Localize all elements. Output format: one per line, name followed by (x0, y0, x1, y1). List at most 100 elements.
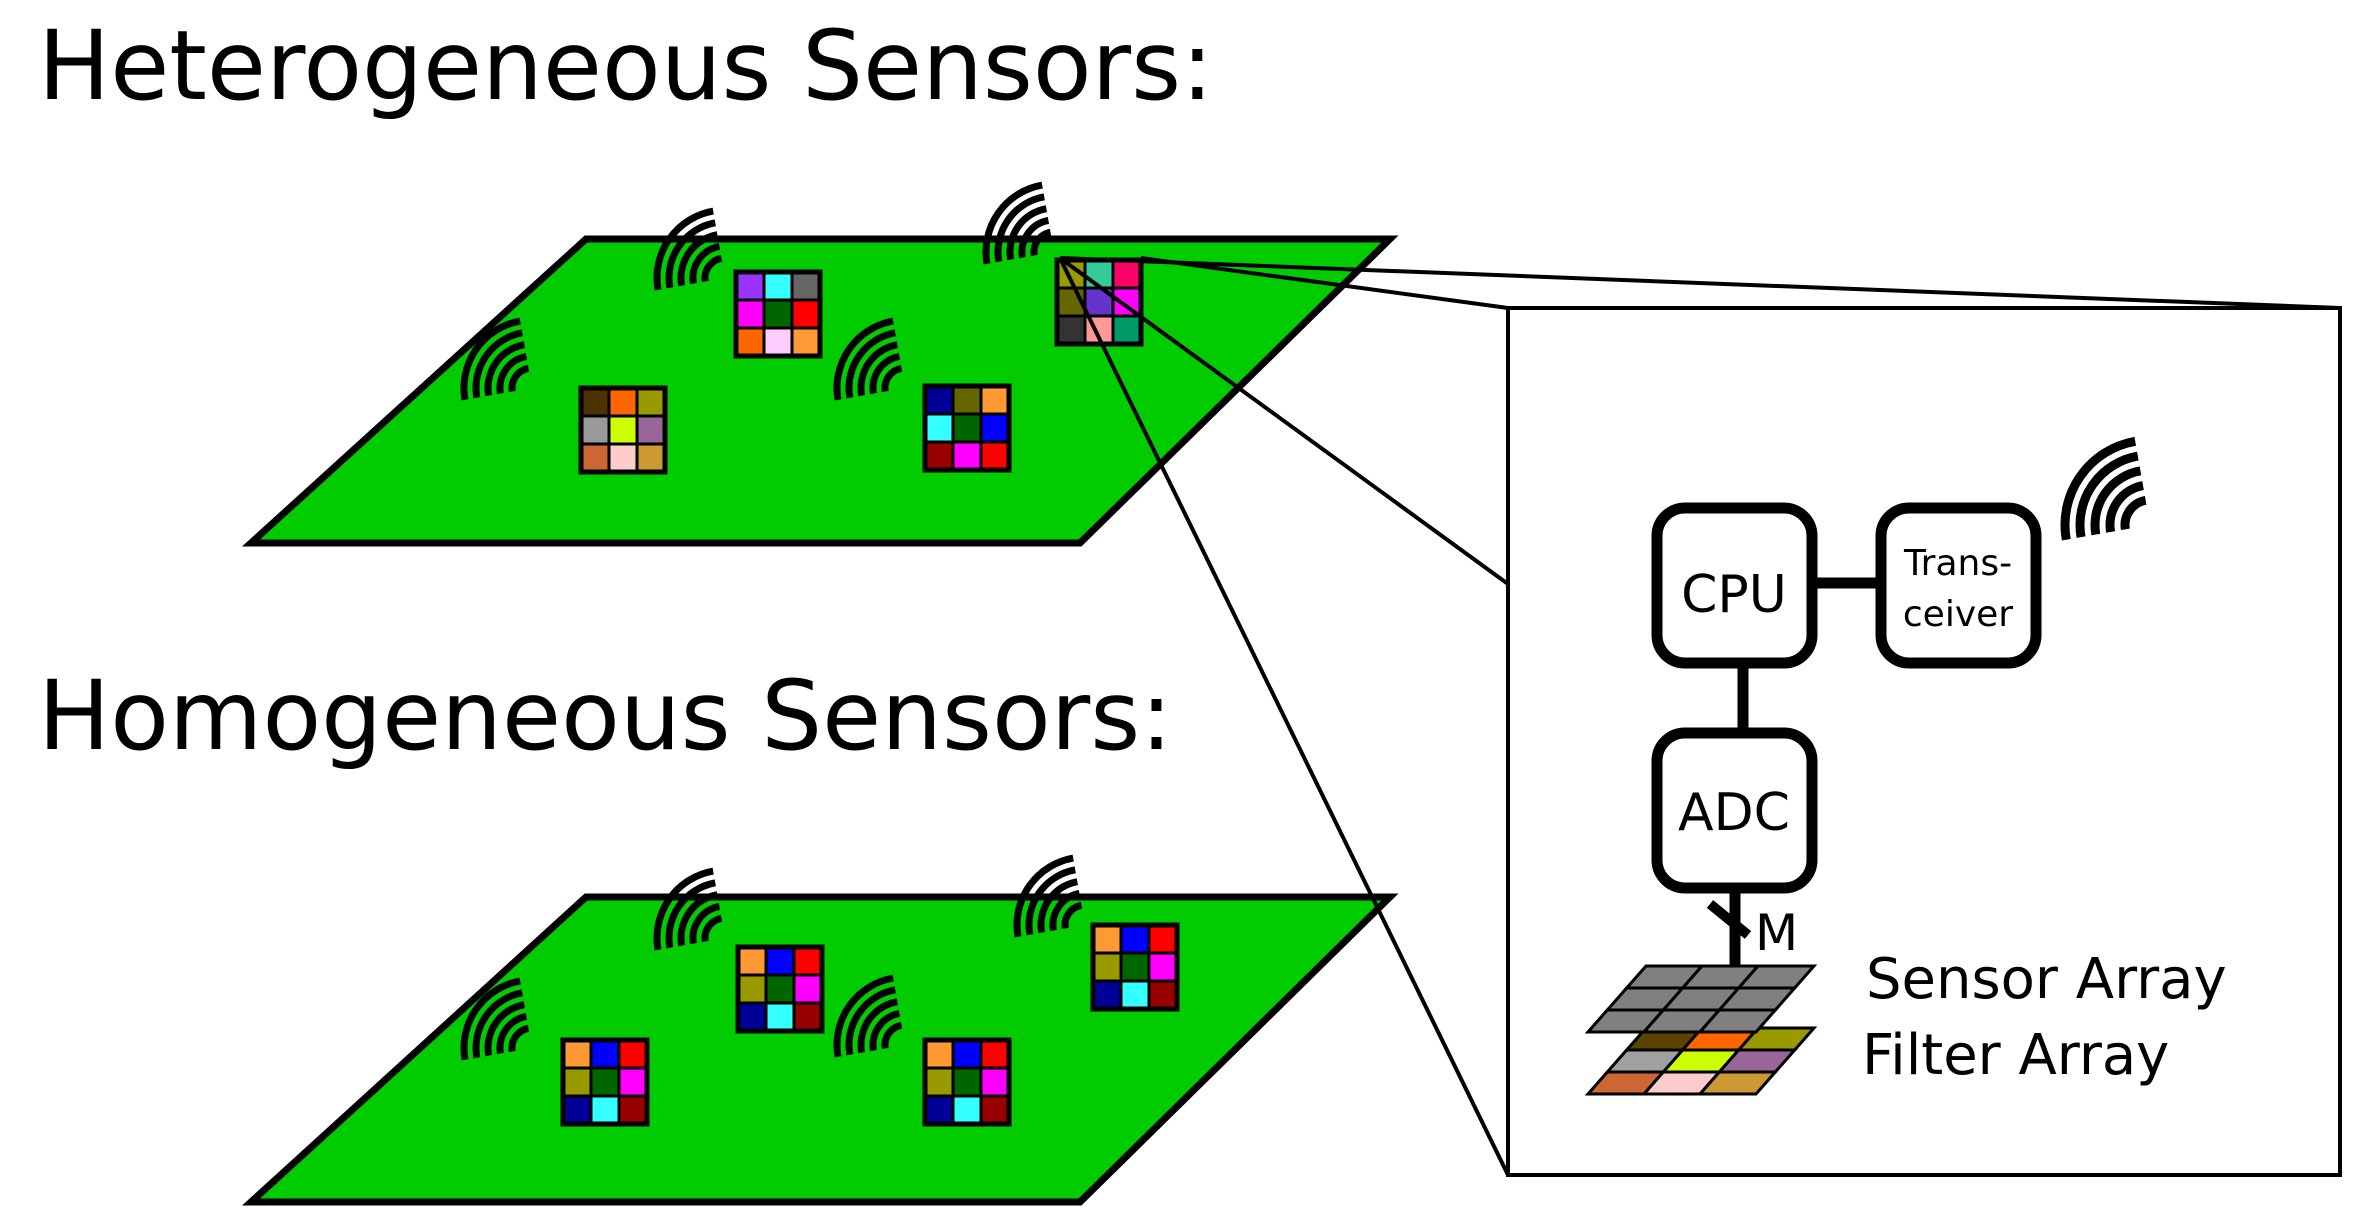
heterogeneous-field (241, 173, 1399, 547)
sensor-node (922, 383, 1012, 473)
filter-cell (579, 386, 611, 418)
bus-width-label: M (1755, 904, 1798, 962)
filter-cell (734, 298, 766, 330)
filter-cell (734, 326, 766, 358)
filter-cell (979, 1038, 1011, 1070)
filter-cell (617, 1066, 649, 1098)
filter-cell (607, 414, 639, 446)
filter-cell (1147, 951, 1179, 983)
filter-cell (561, 1038, 593, 1070)
filter-cell (579, 414, 611, 446)
sensor-node (1054, 257, 1144, 347)
sensor-node (1090, 922, 1180, 1012)
filter-cell (736, 973, 768, 1005)
sensor-array-label: Sensor Array (1866, 947, 2227, 1012)
sensor-node-border (735, 944, 825, 1034)
filter-cell (734, 270, 766, 302)
filter-cell (764, 973, 796, 1005)
sensor-node-border (560, 1037, 650, 1127)
filter-cell (951, 412, 983, 444)
filter-cell (979, 412, 1011, 444)
sensor-node-border (733, 269, 823, 359)
adc-block (1651, 727, 1818, 894)
transceiver-label-line2: ceiver (1903, 594, 2013, 635)
filter-cell (979, 1094, 1011, 1126)
filter-array-label: Filter Array (1862, 1023, 2169, 1088)
filter-cell (951, 1094, 983, 1126)
filter-cell (790, 326, 822, 358)
filter-cell (1111, 258, 1143, 290)
sensor-node (735, 944, 825, 1034)
filter-cell (1091, 979, 1123, 1011)
filter-cell (923, 1094, 955, 1126)
sensor-node-border (922, 1037, 1012, 1127)
filter-cell (951, 1038, 983, 1070)
sensor-node (922, 1037, 1012, 1127)
cpu-block (1651, 502, 1818, 669)
filter-cell (762, 298, 794, 330)
filter-cell (617, 1038, 649, 1070)
bus-width-tick (1706, 900, 1752, 939)
filter-cell (617, 1094, 649, 1126)
zoom-lines (1058, 256, 2341, 1176)
filter-cell (607, 442, 639, 474)
filter-cell (923, 384, 955, 416)
filter-cell (762, 270, 794, 302)
filter-cell (635, 386, 667, 418)
heterogeneous-heading: Heterogeneous Sensors: (38, 10, 1214, 122)
filter-cell (923, 1066, 955, 1098)
filter-cell (1091, 923, 1123, 955)
filter-cell (561, 1094, 593, 1126)
filter-cell (792, 973, 824, 1005)
filter-cell (1147, 979, 1179, 1011)
filter-cell (1147, 923, 1179, 955)
filter-cell (1111, 314, 1143, 346)
transceiver-label-line1: Trans- (1903, 543, 2012, 584)
filter-cell (792, 1001, 824, 1033)
filter-cell (764, 945, 796, 977)
cpu-label: CPU (1681, 565, 1787, 625)
filter-cell (951, 1066, 983, 1098)
filter-cell (635, 414, 667, 446)
sensor-detail-panel: CPU Trans- ceiver ADC M Sensor Array Fil… (1506, 306, 2342, 1177)
filter-cell (1091, 951, 1123, 983)
filter-cell (561, 1066, 593, 1098)
filter-cell (979, 1066, 1011, 1098)
homogeneous-field (241, 846, 1399, 1206)
adc-label: ADC (1678, 783, 1790, 843)
filter-cell (635, 442, 667, 474)
filter-cell (589, 1094, 621, 1126)
filter-cell (589, 1066, 621, 1098)
filter-cell (762, 326, 794, 358)
filter-cell (1119, 979, 1151, 1011)
filter-cell (923, 412, 955, 444)
filter-cell (1119, 951, 1151, 983)
filter-cell (923, 440, 955, 472)
field-plane (241, 893, 1399, 1206)
filter-cell (979, 440, 1011, 472)
filter-cell (1083, 258, 1115, 290)
sensor-node (560, 1037, 650, 1127)
sensor-node-border (578, 385, 668, 475)
filter-array-cell (1696, 1070, 1779, 1096)
filter-cell (589, 1038, 621, 1070)
sensor-node (578, 385, 668, 475)
filter-cell (979, 384, 1011, 416)
sensor-node-border (922, 383, 1012, 473)
homogeneous-heading: Homogeneous Sensors: (38, 660, 1173, 772)
transceiver-block (1875, 502, 2042, 669)
filter-cell (1119, 923, 1151, 955)
filter-cell (607, 386, 639, 418)
sensor-node-border (1090, 922, 1180, 1012)
sensor-array (1584, 964, 1818, 1034)
filter-cell (951, 440, 983, 472)
filter-cell (764, 1001, 796, 1033)
sensor-array-cell (1696, 1008, 1779, 1034)
filter-cell (790, 298, 822, 330)
filter-cell (736, 1001, 768, 1033)
filter-cell (792, 945, 824, 977)
filter-cell (579, 442, 611, 474)
filter-cell (951, 384, 983, 416)
sensor-node (733, 269, 823, 359)
